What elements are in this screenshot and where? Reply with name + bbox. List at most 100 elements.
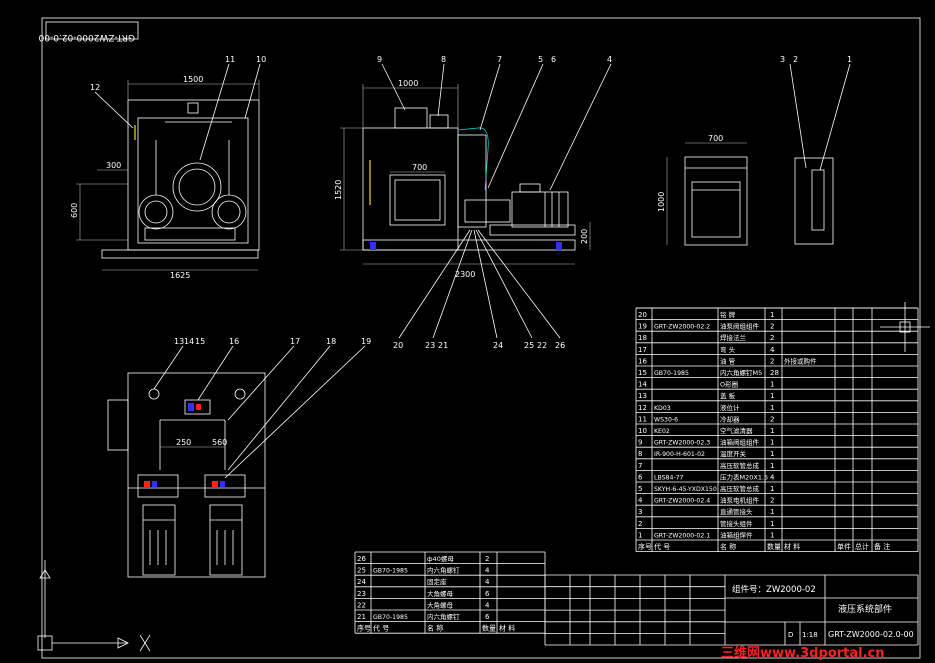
front-dim-width: 1500 [183,75,203,84]
ucs-icon [37,560,151,652]
left-parts-row-no: 24 [357,578,366,586]
left-parts-row-qty: 4 [485,601,490,609]
side-view: 1000 700 1520 200 2300 9 8 7 5 6 4 20 23… [334,55,612,350]
parts-row-name: 直通管接头 [720,507,753,516]
parts-row-no: 8 [638,450,642,458]
left-parts-row-no: 23 [357,590,366,598]
plan-callout-18: 18 [326,337,336,346]
parts-row-name: 高压软管总成 [720,461,760,470]
side-callout-5: 5 [538,55,543,64]
front-callout-11: 11 [225,55,235,64]
left-parts-row-qty: 4 [485,578,490,586]
parts-row-no: 9 [638,439,642,447]
drawing-number-rotated: GRT-ZW2000-02.0-00 [38,32,135,42]
parts-row-name: 高压软管总成 [720,484,760,493]
parts-row-name: 油箱组焊件 [720,530,753,539]
title-scale: 1:18 [802,631,818,639]
left-parts-row-name: 大角螺母 [427,589,454,598]
left-parts-row-qty: 4 [485,567,490,575]
left-parts-header-cell: 序号 [357,624,371,633]
parts-header-cell: 单件 [837,542,851,551]
parts-row-no: 4 [638,497,643,505]
title-product-label: 组件号：ZW2000-02 [732,584,816,595]
parts-row-qty: 1 [770,485,774,493]
parts-row-name: 冷却器 [720,414,740,423]
parts-row-no: 3 [638,508,642,516]
left-parts-row-qty: 6 [485,590,490,598]
parts-row-code: SKYH-6-45-YXDX150 [654,486,717,493]
parts-row-no: 16 [638,357,647,365]
side-callout-21: 21 [438,341,448,350]
parts-header-cell: 备 注 [874,542,890,551]
side-callout-24: 24 [493,341,503,350]
parts-row-qty: 4 [770,346,775,354]
left-parts-row-name: ф40螺母 [427,554,454,563]
parts-row-no: 17 [638,346,647,354]
left-parts-row-qty: 6 [485,613,490,621]
drawing-border [41,17,921,659]
parts-header-cell: 材 料 [784,542,800,551]
parts-row-name: 铭 牌 [720,310,736,319]
parts-row-code: GB70-1985 [654,370,689,377]
parts-row-qty: 1 [770,439,774,447]
plan-dim-a: 250 [176,438,191,447]
parts-row-no: 2 [638,520,642,528]
drawing-number-box: GRT-ZW2000-02.0-00 [38,21,139,42]
parts-row-qty: 1 [770,392,774,400]
left-parts-row-code: GB70-1985 [373,614,408,621]
side-dim-height: 1520 [334,180,343,200]
side-callout-9: 9 [377,55,382,64]
side-dim-pump-height: 200 [580,229,589,244]
parts-row-qty: 1 [770,381,774,389]
side-callout-6: 6 [551,55,556,64]
parts-row-no: 19 [638,323,647,331]
parts-row-no: 14 [638,381,647,389]
parts-row-qty: 1 [770,450,774,458]
parts-row-qty: 28 [770,369,779,377]
parts-row-name: 油泵电机组件 [720,496,760,505]
left-parts-header-cell: 代 号 [373,624,389,633]
parts-row-no: 20 [638,311,647,319]
left-parts-header-cell: 材 料 [499,624,515,633]
plan-callout-19: 19 [361,337,371,346]
parts-row-qty: 1 [770,427,774,435]
parts-header-cell: 名 称 [720,542,736,551]
side-dim-inner: 700 [412,163,427,172]
parts-row-name: 油泵阀组组件 [720,322,760,331]
side-callout-25: 25 [524,341,534,350]
front-callout-12: 12 [90,83,100,92]
parts-row-no: 11 [638,415,647,423]
left-parts-row-name: 固定座 [427,577,447,586]
side-callout-22: 22 [537,341,547,350]
left-parts-row-name: 内六角螺钉 [427,566,460,575]
parts-row-name: 温度开关 [720,449,747,458]
plan-callout-16: 16 [229,337,239,346]
side-callout-8: 8 [441,55,446,64]
parts-row-qty: 1 [770,311,774,319]
parts-row-name: 弯 头 [720,345,736,354]
side-dim-width: 1000 [398,79,418,88]
parts-row-no: 18 [638,334,647,342]
title-drawing-code: GRT-ZW2000-02.0-00 [828,630,914,639]
parts-row-name: 液位计 [720,403,740,412]
parts-header-cell: 序号 [638,542,652,551]
parts-row-no: 15 [638,369,647,377]
parts-row-qty: 2 [770,497,774,505]
parts-row-code: KE02 [654,428,670,435]
parts-row-no: 7 [638,462,642,470]
crosshair [880,302,930,352]
right-callout-2: 2 [793,55,798,64]
plan-callout-15: 15 [195,337,205,346]
parts-row-qty: 1 [770,531,774,539]
parts-row-note: 外接或购件 [784,356,817,365]
side-callout-4: 4 [607,55,612,64]
left-parts-row-name: 内六角螺钉 [427,612,460,621]
side-callout-7: 7 [497,55,502,64]
parts-row-name: 管接头组件 [720,519,753,528]
right-dim-width: 700 [708,134,723,143]
parts-row-code: LBS84-77 [654,474,684,481]
parts-row-code: KD03 [654,405,671,412]
parts-row-name: 压力表M20X1.5 [720,472,768,481]
